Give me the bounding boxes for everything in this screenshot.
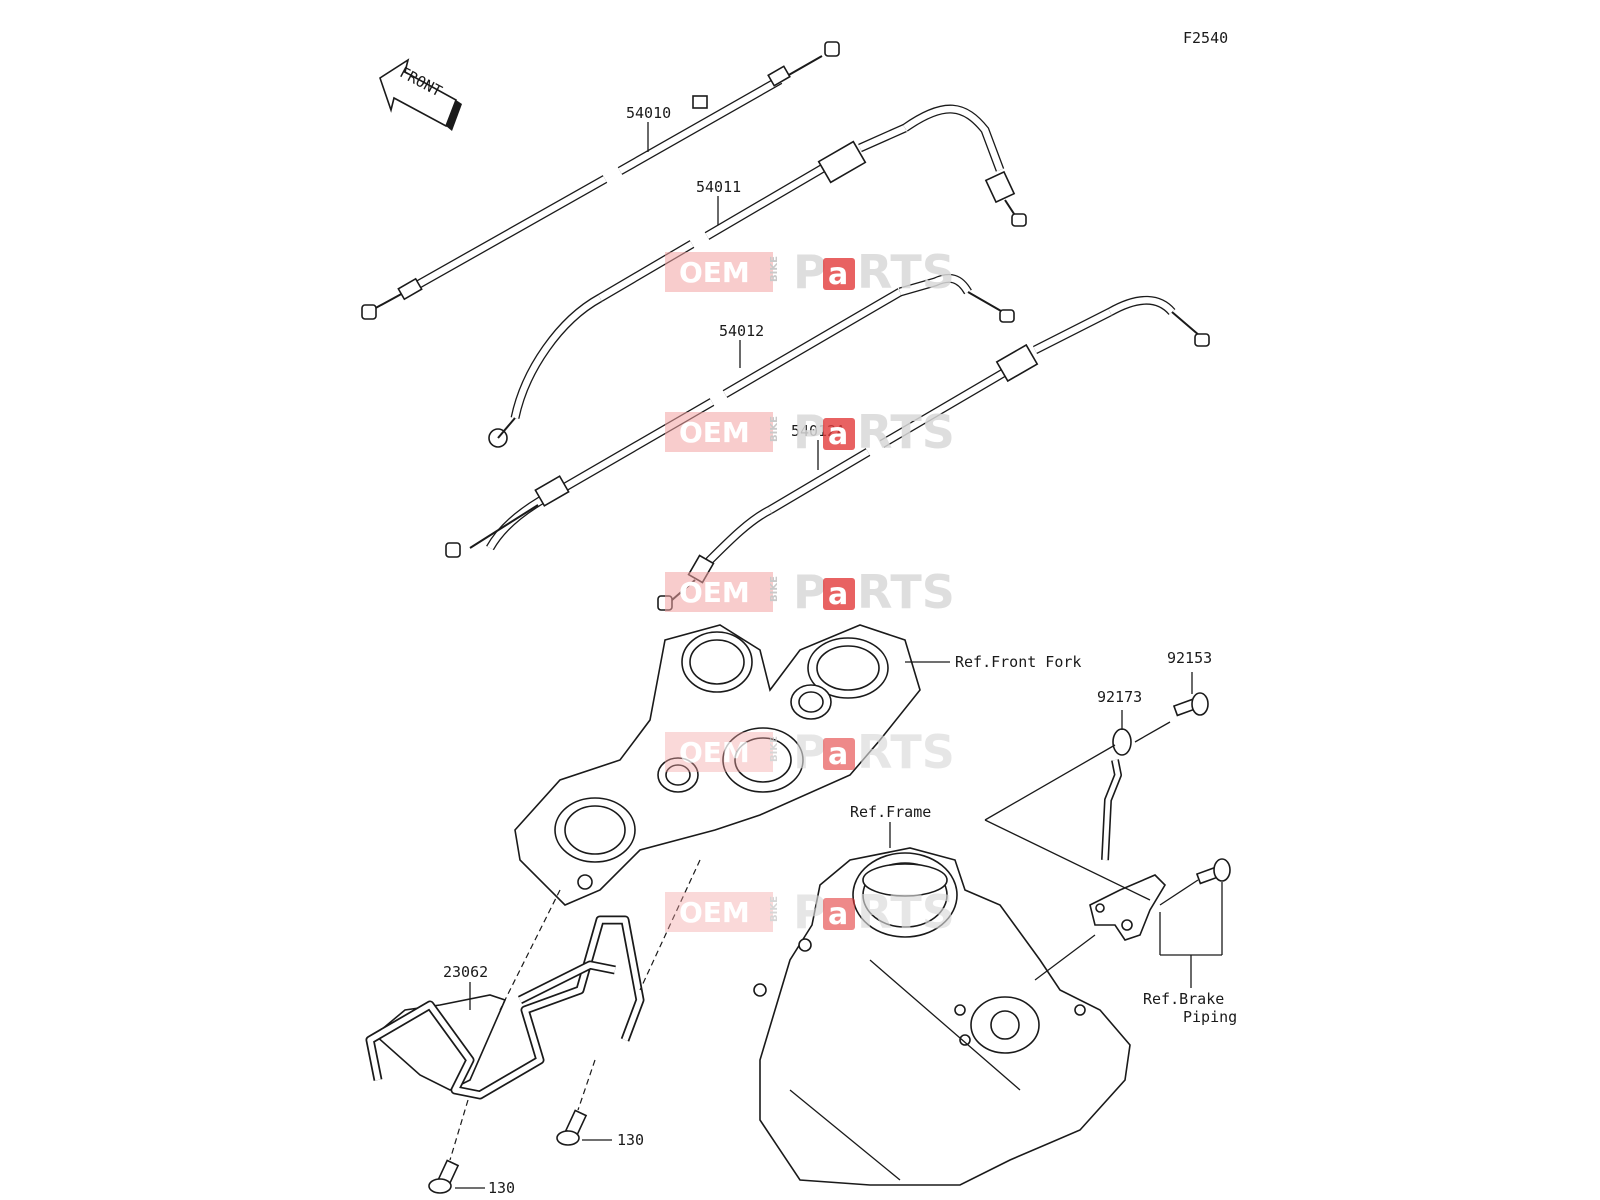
- callout-54011: 54011: [696, 178, 741, 196]
- watermark-rts-text: RTS: [857, 565, 955, 619]
- callout-130-lower: 130: [488, 1179, 515, 1197]
- watermark-bike-text: BIKE: [769, 416, 780, 442]
- watermark-rts-text: RTS: [857, 885, 955, 939]
- bolt-92153: [1172, 672, 1209, 717]
- watermark-oem-text: OEM: [679, 256, 750, 289]
- front-arrow-icon: FRONT: [379, 58, 462, 131]
- watermark-bike-text: BIKE: [769, 256, 780, 282]
- callout-92173: 92173: [1097, 688, 1142, 706]
- figure-code: F2540: [1183, 29, 1228, 47]
- ref-piping-label: Piping: [1183, 1008, 1237, 1026]
- watermark-a-text: a: [828, 897, 848, 932]
- callout-23062: 23062: [443, 963, 488, 981]
- upper-triple-clamp: [514, 624, 950, 906]
- watermark-rts-text: RTS: [857, 245, 955, 299]
- bolt-130-upper: [556, 1059, 612, 1146]
- cable-guide-23062: [365, 859, 701, 1100]
- watermark-a-text: a: [828, 417, 848, 452]
- ref-front-fork-label: Ref.Front Fork: [955, 653, 1081, 671]
- watermark-p-text: P: [793, 565, 827, 619]
- watermark-bike-text: BIKE: [769, 576, 780, 602]
- watermark-oem-text: OEM: [679, 576, 750, 609]
- watermark-a-text: a: [828, 737, 848, 772]
- frame-head: [753, 822, 1131, 1186]
- watermark-oem-text: OEM: [679, 416, 750, 449]
- ref-brake-label: Ref.Brake: [1143, 990, 1224, 1008]
- callout-54012: 54012: [719, 322, 764, 340]
- clutch-cable-54010: [361, 41, 840, 320]
- callout-54010: 54010: [626, 104, 671, 122]
- watermark-p-text: P: [793, 725, 827, 779]
- watermark-a-text: a: [828, 577, 848, 612]
- ref-frame-label: Ref.Frame: [850, 803, 931, 821]
- watermark-5: OEM BIKE P a RTS: [665, 885, 955, 939]
- brake-pipe-bracket: [984, 744, 1231, 988]
- throttle-cable-54012a: [657, 295, 1210, 611]
- watermark-bike-text: BIKE: [769, 896, 780, 922]
- watermark-4: OEM BIKE P a RTS: [665, 725, 955, 779]
- bolt-130-lower: [428, 1099, 485, 1194]
- watermark-oem-text: OEM: [679, 896, 750, 929]
- watermark-1: OEM BIKE P a RTS: [665, 245, 955, 299]
- watermark-p-text: P: [793, 885, 827, 939]
- callout-92153: 92153: [1167, 649, 1212, 667]
- pipe-clamp-92173: [1101, 710, 1171, 861]
- callout-130-upper: 130: [617, 1131, 644, 1149]
- watermark-2: OEM BIKE P a RTS: [665, 405, 955, 459]
- watermark-oem-text: OEM: [679, 736, 750, 769]
- watermark-3: OEM BIKE P a RTS: [665, 565, 955, 619]
- watermark-rts-text: RTS: [857, 725, 955, 779]
- watermark-bike-text: BIKE: [769, 736, 780, 762]
- watermark-p-text: P: [793, 405, 827, 459]
- throttle-cable-54011: [488, 104, 1027, 448]
- watermark-p-text: P: [793, 245, 827, 299]
- watermark-a-text: a: [828, 257, 848, 292]
- watermark-rts-text: RTS: [857, 405, 955, 459]
